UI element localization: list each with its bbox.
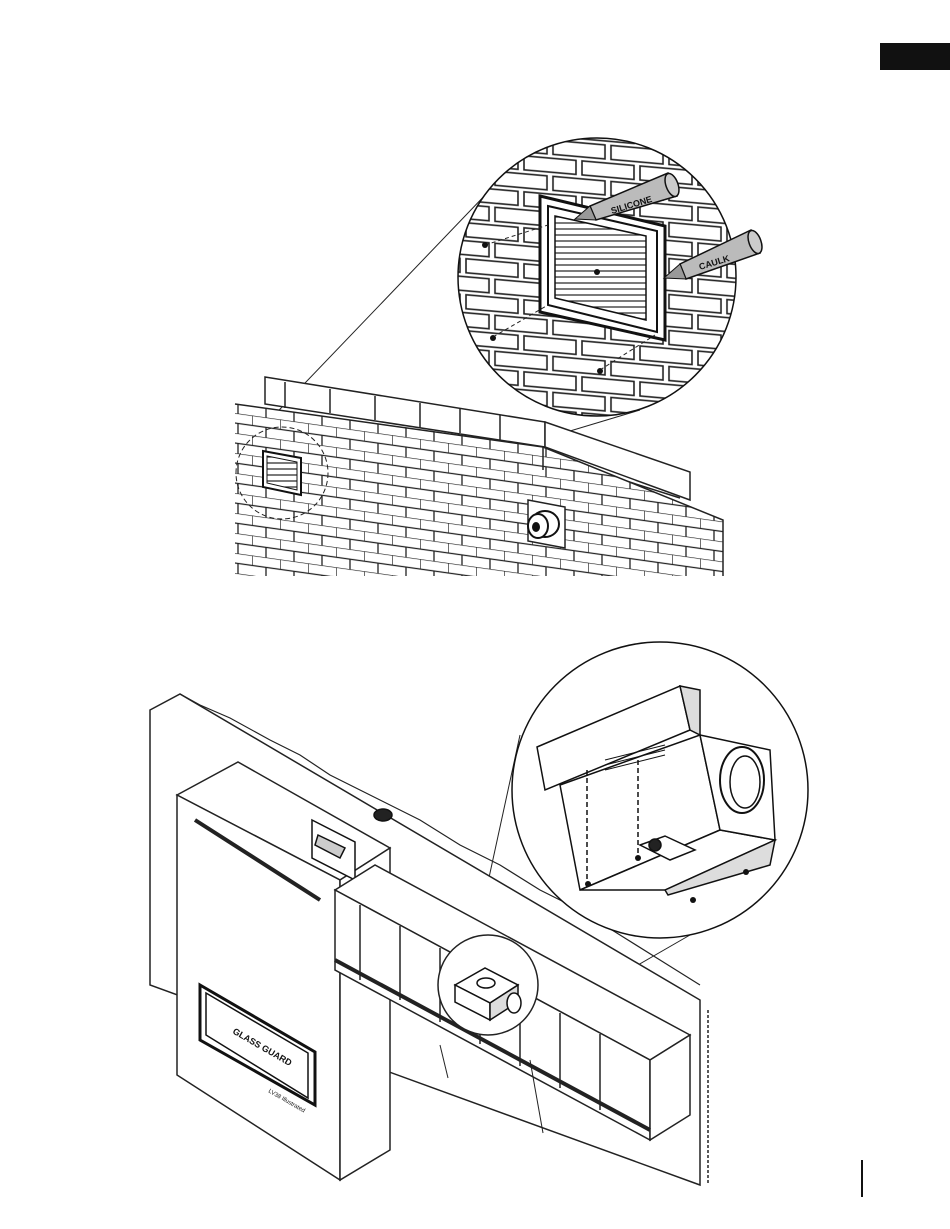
fan-installation-zoom [512,642,808,938]
page-number-rule [861,1160,863,1197]
fan-callout-small [438,935,538,1035]
screw-icon [482,242,488,248]
screw-icon [585,881,591,887]
exterior-wall-vent-figure: SILICONE CAULK [0,0,950,610]
screw-icon [490,335,496,341]
vent-installation-zoom: SILICONE CAULK [458,138,765,418]
screw-icon [690,897,696,903]
wall-vent-small [263,451,301,495]
screw-icon [635,855,641,861]
screw-icon [597,368,603,374]
screw-icon [743,869,749,875]
vent-termination [528,500,565,548]
interior-fireplace-figure: GLASS GUARD LV38 Illustrated [0,600,950,1229]
